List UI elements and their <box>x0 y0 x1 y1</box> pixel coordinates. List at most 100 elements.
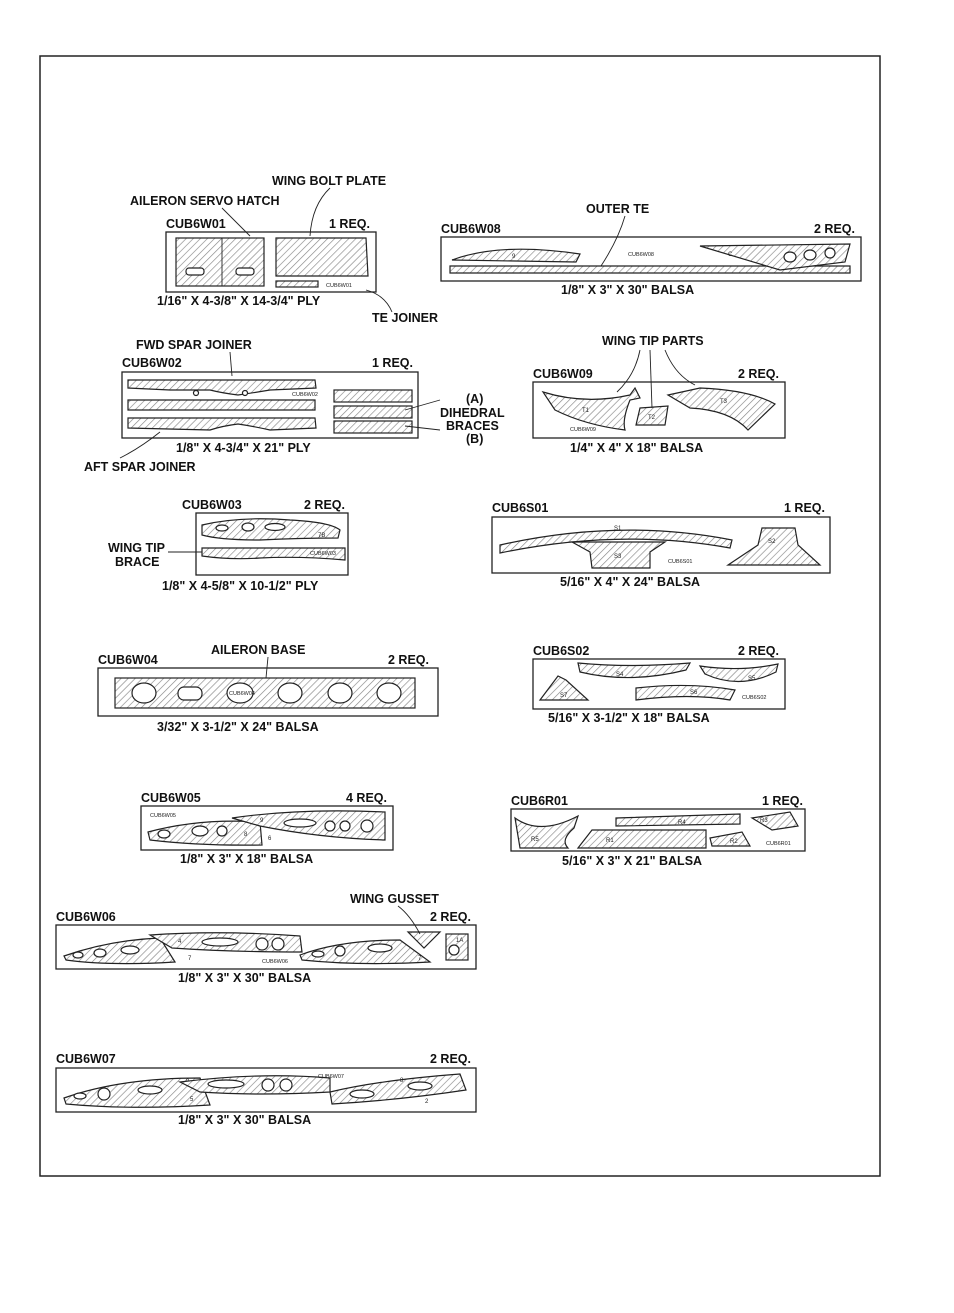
label-wing-bolt-plate: WING BOLT PLATE <box>272 174 386 188</box>
part-outer-te <box>449 265 851 274</box>
panel-cub6w03: CUB6W03 2 REQ. 7B CUB6W03 WING TIP BRACE… <box>108 498 349 593</box>
part-label: CUB6S02 <box>742 695 766 701</box>
part-label: R4 <box>678 820 686 826</box>
part-label: 4 <box>178 939 182 945</box>
required-quantity: 1 REQ. <box>784 501 825 515</box>
part-s7 <box>538 675 590 701</box>
part-dihedral-brace-a <box>333 389 413 403</box>
part-label: CUB6W02 <box>292 392 318 398</box>
part-fwd-spar-joiner <box>127 379 317 396</box>
label-brace: BRACE <box>115 555 159 569</box>
required-quantity: 4 REQ. <box>346 791 387 805</box>
label-te-joiner: TE JOINER <box>372 311 438 325</box>
part-r3 <box>750 811 799 831</box>
part-label: R2 <box>730 839 738 845</box>
sheet-code: CUB6S01 <box>492 501 548 515</box>
sheet-code: CUB6S02 <box>533 644 589 658</box>
part-s6 <box>635 684 736 701</box>
material-spec: 1/8" X 3" X 30" BALSA <box>561 283 694 297</box>
part-label: S2 <box>768 539 776 545</box>
part-label: CUB6W01 <box>326 283 352 289</box>
part-label: CUB6W03 <box>310 551 336 557</box>
label-wing-tip: WING TIP <box>108 541 165 555</box>
page-frame <box>39 55 881 1177</box>
required-quantity: 2 REQ. <box>814 222 855 236</box>
part-s3 <box>569 541 667 569</box>
panel-cub6w06: WING GUSSET CUB6W06 2 REQ. 4 7 CUB6W06 7… <box>55 892 477 985</box>
part-rib <box>63 937 177 965</box>
part-label: 7B <box>318 533 325 539</box>
sheet-code: CUB6W07 <box>56 1052 116 1066</box>
material-spec: 5/16" X 3" X 21" BALSA <box>562 854 702 868</box>
part-label: 7 <box>188 956 192 962</box>
part-label: S3 <box>614 554 622 560</box>
part-label: CUB6S01 <box>668 559 692 565</box>
part-label: R3 <box>760 818 768 824</box>
sheet-code: CUB6W08 <box>441 222 501 236</box>
panel-cub6r01: CUB6R01 1 REQ. R5 R1 R4 R2 R3 CUB6R01 5/… <box>510 794 806 868</box>
part-r4 <box>615 813 741 827</box>
required-quantity: 2 REQ. <box>430 1052 471 1066</box>
part-s1 <box>499 529 733 554</box>
part-label: C <box>728 252 733 258</box>
part-label: CUB6W08 <box>628 252 654 258</box>
material-spec: 5/16" X 4" X 24" BALSA <box>560 575 700 589</box>
panel-cub6s01: CUB6S01 1 REQ. S1 S3 CUB6S01 S2 5/16" X … <box>491 501 831 589</box>
part-aileron-servo-hatch <box>175 237 265 287</box>
sheet-code: CUB6W04 <box>98 653 158 667</box>
part-s4 <box>577 662 692 679</box>
part-7 <box>299 939 432 965</box>
part-te-joiner <box>275 280 319 288</box>
part-s5 <box>698 663 779 683</box>
part-label: CUB6W04 <box>229 691 255 697</box>
material-spec: 1/8" X 3" X 30" BALSA <box>178 971 311 985</box>
part-r2 <box>709 831 752 847</box>
material-spec: 5/16" X 3-1/2" X 18" BALSA <box>548 711 710 725</box>
material-spec: 1/8" X 4-5/8" X 10-1/2" PLY <box>162 579 319 593</box>
part-label: CUB6W07 <box>318 1074 344 1080</box>
required-quantity: 2 REQ. <box>430 910 471 924</box>
panel-cub6w01: WING BOLT PLATE AILERON SERVO HATCH CUB6… <box>130 174 438 325</box>
part-label: T3 <box>720 399 728 405</box>
part-aileron-base <box>114 677 416 709</box>
label-wing-tip-parts: WING TIP PARTS <box>602 334 704 348</box>
part-aft-spar-joiner <box>127 417 317 431</box>
panel-cub6w07: CUB6W07 2 REQ. 8 CUB6W07 8 5 2 1/8" X 3"… <box>55 1052 477 1127</box>
required-quantity: 1 REQ. <box>372 356 413 370</box>
required-quantity: 2 REQ. <box>304 498 345 512</box>
panel-cub6w05: CUB6W05 4 REQ. CUB6W05 9 6 8 1/8" X 3" X… <box>140 791 394 866</box>
label-aft-spar-joiner: AFT SPAR JOINER <box>84 460 196 474</box>
required-quantity: 2 REQ. <box>388 653 429 667</box>
panel-cub6s02: CUB6S02 2 REQ. S4 S5 S6 S7 CUB6S02 5/16"… <box>532 644 786 725</box>
required-quantity: 2 REQ. <box>738 367 779 381</box>
part-label: 5 <box>190 1097 194 1103</box>
part-t2 <box>635 405 669 426</box>
part-t1 <box>541 386 641 431</box>
panel-cub6w09: WING TIP PARTS CUB6W09 2 REQ. T1 T2 T3 C… <box>532 334 786 455</box>
part-label: S4 <box>616 672 624 678</box>
part-label: S5 <box>748 676 756 682</box>
part-wing-tip-brace <box>201 547 346 561</box>
part-label: 8 <box>244 832 248 838</box>
sheet-code: CUB6W09 <box>533 367 593 381</box>
material-spec: 1/8" X 4-3/4" X 21" PLY <box>176 441 311 455</box>
part-label: CUB6W05 <box>150 813 176 819</box>
label-dihedral: DIHEDRAL <box>440 406 505 420</box>
material-spec: 1/8" X 3" X 30" BALSA <box>178 1113 311 1127</box>
part-dihedral-brace-b <box>333 420 413 434</box>
sheet-code: CUB6W03 <box>182 498 242 512</box>
part-label: S7 <box>560 693 568 699</box>
label-wing-gusset: WING GUSSET <box>350 892 439 906</box>
part-t3 <box>666 387 776 431</box>
label-aileron-base: AILERON BASE <box>211 643 305 657</box>
part-label: S1 <box>614 526 622 532</box>
part-r1 <box>576 829 707 849</box>
label-dihedral-b: (B) <box>466 432 483 446</box>
label-dihedral-a: (A) <box>466 392 483 406</box>
part-9 <box>451 248 581 263</box>
part-label: R1 <box>606 838 614 844</box>
part-wing-gusset <box>406 931 442 949</box>
part-label: CUB6R01 <box>766 841 791 847</box>
part-label: CUB6W09 <box>570 427 596 433</box>
